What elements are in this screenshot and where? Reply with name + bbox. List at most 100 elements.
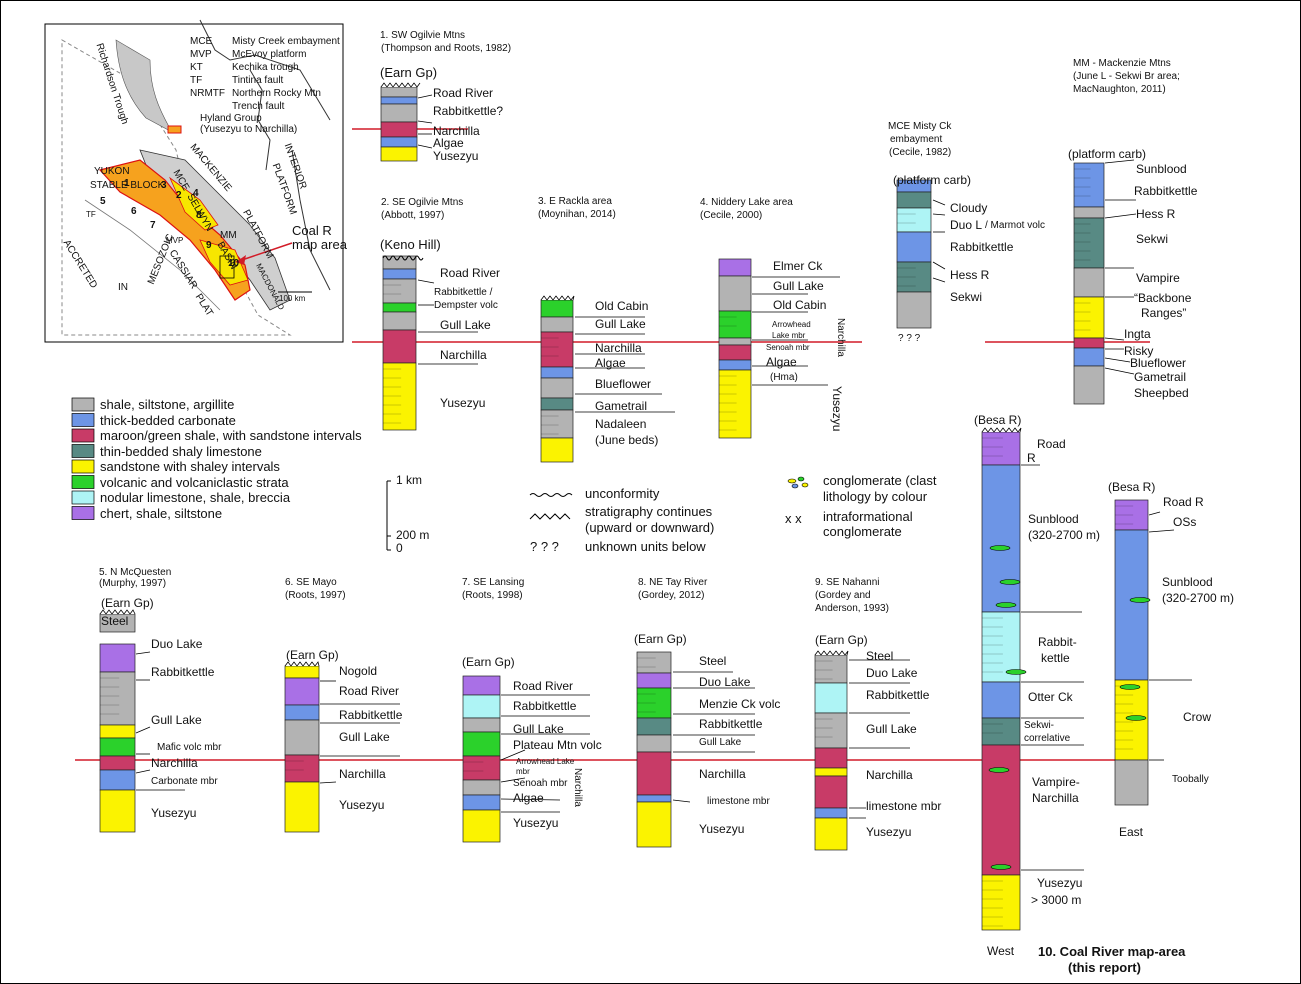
columns-c5-units-7: Yusezyu — [151, 806, 197, 820]
key-continues-1: stratigraphy continues — [585, 504, 713, 519]
map-site-8: 8 — [196, 210, 202, 221]
column-c3-layer-1 — [540, 316, 574, 333]
columns-c7-units-8: Yusezyu — [513, 816, 559, 830]
column-c5-layer-4 — [99, 737, 136, 757]
legend-swatch-sandstone — [71, 459, 95, 474]
columns-c4-units-0: Elmer Ck — [773, 259, 823, 273]
columns-c8-units-2: Menzie Ck volc — [699, 697, 781, 711]
column-mm-layer-1 — [1073, 206, 1105, 219]
columns-c9-title_2: (Gordey and — [815, 590, 871, 601]
footer-title-2: (this report) — [1068, 960, 1141, 975]
column-c7-layer-4 — [462, 755, 501, 781]
map-nrmtf-line2: Trench fault — [232, 101, 285, 112]
columns-c1-top: (Earn Gp) — [380, 65, 438, 80]
column-c6-top-break — [284, 661, 320, 667]
columns-c2-units-0: Road River — [440, 266, 501, 280]
unit-tick-71 — [1148, 529, 1175, 533]
volcanic-lens-2 — [995, 602, 1017, 608]
columns-c1-units-1: Rabbitkettle? — [433, 104, 504, 118]
columns-c5-units-1: Duo Lake — [151, 637, 203, 651]
volcanic-lens-6 — [1129, 597, 1151, 603]
columns-c10e-side: East — [1119, 825, 1144, 839]
columns-mce-units-5: Sekwi — [950, 290, 983, 304]
column-c2-layer-6 — [382, 362, 417, 431]
columns-mm-units-9: Blueflower — [1130, 356, 1187, 370]
columns-c4-units-5: Senoah mbr — [766, 343, 810, 352]
legend-label-shaly_limestone: thin-bedded shaly limestone — [100, 443, 262, 459]
key-xx: x x — [785, 511, 802, 526]
column-c4-layer-6 — [718, 369, 752, 439]
column-c10w-top-break — [981, 427, 1022, 433]
column-c10e — [1114, 499, 1149, 806]
columns-c9-units-2: Rabbitkettle — [866, 688, 930, 702]
columns-mce-units-0: Cloudy — [950, 201, 988, 215]
column-mm-layer-7 — [1073, 365, 1105, 405]
column-c1-layer-2 — [380, 103, 418, 123]
column-c10w-layer-5 — [981, 744, 1021, 876]
columns-mm-units-6: Ranges” — [1141, 306, 1187, 320]
columns-mm-units-10: Gametrail — [1134, 370, 1187, 384]
columns-mm-units-7: Ingta — [1124, 327, 1151, 341]
legend-label-volcanic: volcanic and volcaniclastic strata — [100, 474, 289, 490]
map-site-7: 7 — [150, 220, 156, 231]
conglomerate-symbol — [787, 476, 809, 489]
column-c4-layer-3 — [718, 337, 752, 346]
column-c1 — [380, 82, 421, 162]
legend-swatches — [71, 397, 95, 520]
column-c9-layer-7 — [814, 817, 848, 851]
unit-tick-70 — [1148, 511, 1161, 516]
column-c7-layer-5 — [462, 779, 501, 796]
scale-bar — [386, 480, 391, 551]
column-mm-layer-6 — [1073, 347, 1105, 367]
columns-c7-units-1: Rabbitkettle — [513, 699, 577, 713]
columns-c4-units-9: Yusezyu — [830, 386, 844, 432]
column-c6-layer-4 — [284, 754, 320, 783]
columns-c5-title_2: (Murphy, 1997) — [99, 578, 167, 589]
columns-mce-units-1: Duo L — [950, 218, 983, 232]
columns-c3-title_2: (Moynihan, 2014) — [538, 209, 616, 220]
columns-c10w-units-3: (320-2700 m) — [1028, 528, 1101, 542]
column-c4-layer-1 — [718, 275, 752, 312]
columns-c10e-units-2: Sunblood — [1162, 575, 1213, 589]
columns-c8-units-5: Narchilla — [699, 767, 746, 781]
columns-mm-title_3: MacNaughton, 2011) — [1073, 84, 1166, 95]
unit-tick-3 — [417, 144, 433, 149]
volcanic-lens-8 — [1119, 684, 1141, 690]
unit-tick-57 — [672, 799, 691, 803]
legend-swatch-carbonate — [71, 413, 95, 427]
columns-c7-units-0: Road River — [513, 679, 574, 693]
columns-c6-title_2: (Roots, 1997) — [285, 590, 346, 601]
column-c3-layer-2 — [540, 331, 574, 368]
column-c1-layer-5 — [380, 146, 418, 162]
columns-c10w-units-7: Sekwi- — [1024, 720, 1055, 731]
column-c5-layer-3 — [99, 724, 136, 739]
column-c8-layer-2 — [636, 687, 672, 719]
columns-c10e-top: (Besa R) — [1108, 480, 1156, 494]
columns-c7-units-4: Arrowhead Lake — [516, 757, 575, 766]
column-c10w-layer-1 — [981, 464, 1021, 613]
column-c10w — [981, 427, 1022, 931]
columns-c5-units-2: Rabbitkettle — [151, 665, 215, 679]
columns-c7-units-9: Narchilla — [572, 768, 583, 807]
key-conglom-2: lithology by colour — [823, 489, 928, 504]
column-c8 — [636, 651, 672, 848]
column-c9-layer-3 — [814, 747, 848, 769]
map-label-in: IN — [118, 282, 128, 293]
column-c9 — [814, 650, 849, 851]
column-c8-layer-1 — [636, 672, 672, 689]
map-site-5: 5 — [100, 196, 106, 207]
columns-c10w-units-11: Yusezyu — [1037, 876, 1083, 890]
map-scale-label: 100 km — [279, 294, 306, 303]
columns-c6-title_1: 6. SE Mayo — [285, 577, 337, 588]
volcanic-lens-7 — [1125, 715, 1147, 721]
key-continues-2: (upward or downward) — [585, 520, 715, 535]
legend-label-shale: shale, siltstone, argillite — [100, 397, 235, 412]
columns-c9-units-5: limestone mbr — [866, 799, 942, 813]
key-unconformity: unconformity — [585, 486, 660, 501]
columns-mm-title_2: (June L - Sekwi Br area; — [1073, 71, 1180, 82]
column-c9-layer-1 — [814, 682, 848, 714]
column-mce-layer-1 — [896, 191, 932, 209]
columns-c1-title_2: (Thompson and Roots, 1982) — [381, 43, 512, 54]
columns-c6-units-5: Yusezyu — [339, 798, 385, 812]
